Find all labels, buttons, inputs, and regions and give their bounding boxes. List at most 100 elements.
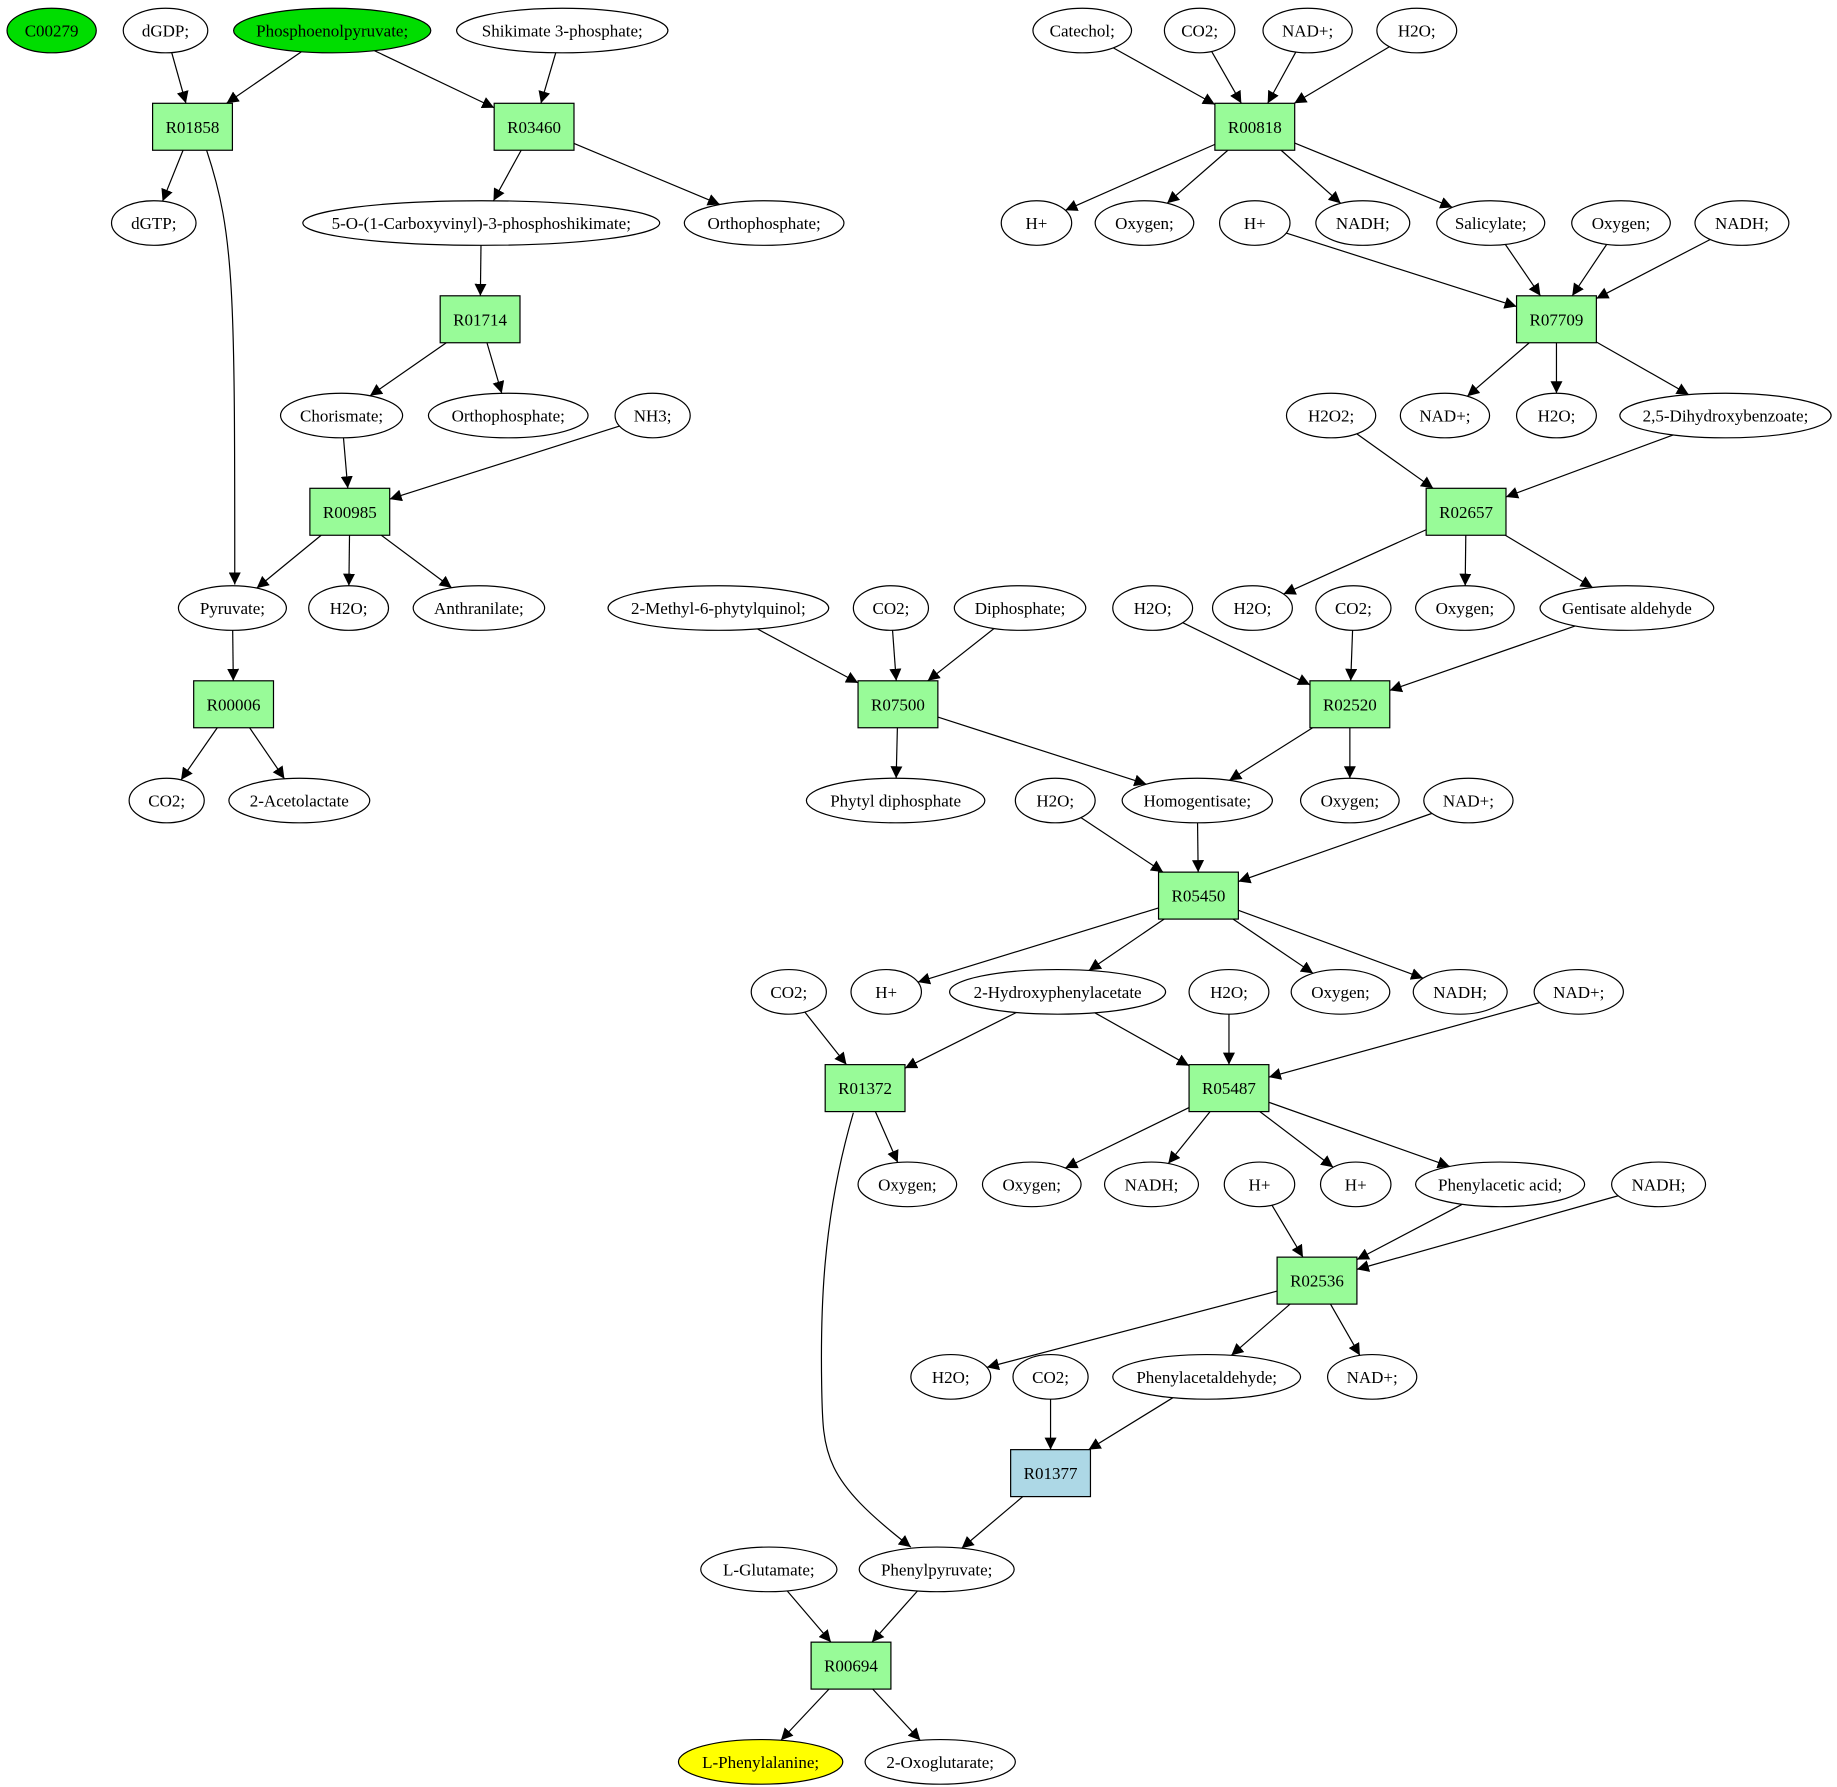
compound-node-c_catechol: Catechol; bbox=[1032, 7, 1133, 54]
compound-ellipse bbox=[949, 968, 1167, 1015]
compound-label: NH3; bbox=[634, 407, 672, 426]
compound-ellipse bbox=[858, 1546, 1015, 1593]
edge-r_R05487-to-c_oxy_7 bbox=[1065, 1107, 1190, 1169]
edge-r_R01714-to-c_chorismate bbox=[369, 342, 447, 397]
compound-label: Salicylate; bbox=[1455, 214, 1527, 233]
edge-c_cvps-to-r_R01714 bbox=[474, 245, 487, 296]
compound-node-c_co2_2: CO2; bbox=[852, 585, 930, 631]
compound-node-c_hpa: 2-Hydroxyphenylacetate bbox=[949, 968, 1167, 1015]
edge-c_pep-to-r_R01858 bbox=[226, 51, 302, 104]
compound-label: H2O; bbox=[1538, 407, 1576, 426]
compound-ellipse bbox=[1315, 200, 1411, 246]
edge-c_paa-to-r_R02536 bbox=[1356, 1203, 1463, 1261]
compound-ellipse bbox=[1211, 585, 1293, 631]
edge-c_pep-to-r_R03460 bbox=[374, 50, 495, 109]
compound-label: NAD+; bbox=[1553, 983, 1604, 1002]
edge-c_co2_5-to-r_R01372 bbox=[804, 1011, 847, 1066]
reaction-node-r_R01858: R01858 bbox=[151, 102, 234, 151]
compound-label: Catechol; bbox=[1050, 22, 1115, 41]
compound-node-c_h2o_3: H2O; bbox=[308, 585, 390, 631]
reaction-node-r_R00006: R00006 bbox=[193, 680, 275, 729]
compound-label: Homogentisate; bbox=[1143, 792, 1251, 811]
reaction-node-r_R02657: R02657 bbox=[1425, 487, 1507, 536]
reaction-node-r_R07709: R07709 bbox=[1515, 295, 1597, 344]
reaction-node-r_R01377: R01377 bbox=[1010, 1449, 1092, 1498]
edge-r_R02536-to-c_h2o_8 bbox=[986, 1290, 1278, 1371]
compound-ellipse bbox=[1319, 1161, 1392, 1208]
compound-label: H+ bbox=[1345, 1175, 1367, 1194]
compound-node-c_phald: Phenylacetaldehyde; bbox=[1112, 1353, 1302, 1400]
compound-node-c_nadp_2: NAD+; bbox=[1399, 392, 1491, 439]
compound-node-c_ortho_2: Orthophosphate; bbox=[427, 392, 589, 439]
compound-node-c_h2o_4: H2O; bbox=[1112, 585, 1194, 631]
compound-label: H2O; bbox=[1134, 599, 1172, 618]
compound-label: Oxygen; bbox=[878, 1175, 937, 1194]
edge-r_R01858-to-c_dgtp bbox=[161, 150, 184, 202]
edge-c_pyruvate-to-r_R00006 bbox=[227, 630, 240, 681]
compound-label: NAD+; bbox=[1347, 1368, 1398, 1387]
compound-label: 2-Acetolactate bbox=[250, 792, 349, 811]
compound-ellipse bbox=[1436, 200, 1546, 246]
reaction-node-r_R00694: R00694 bbox=[810, 1641, 892, 1690]
compound-ellipse bbox=[750, 968, 827, 1015]
reaction-node-r_R03460: R03460 bbox=[493, 102, 575, 151]
compound-label: H2O2; bbox=[1308, 407, 1354, 426]
edge-r_R07500-to-c_homogentisate bbox=[937, 716, 1147, 787]
edge-r_R07709-to-c_dhb bbox=[1596, 341, 1690, 396]
reaction-label: R02657 bbox=[1439, 503, 1493, 522]
edge-r_R05450-to-c_hpa bbox=[1088, 918, 1165, 972]
compound-ellipse bbox=[805, 777, 986, 824]
compound-node-c_nadh_5: NADH; bbox=[1611, 1161, 1707, 1208]
compound-label: H2O; bbox=[1036, 792, 1074, 811]
compound-node-c_nadp_4: NAD+; bbox=[1533, 968, 1624, 1015]
compound-node-c_gentisald: Gentisate aldehyde bbox=[1539, 585, 1715, 631]
edge-c_hp_4-to-r_R02536 bbox=[1271, 1204, 1304, 1258]
edge-c_h2o_1-to-r_R00818 bbox=[1293, 46, 1390, 104]
edge-r_R00818-to-c_nadh_1 bbox=[1280, 149, 1342, 204]
compound-node-c_oxy_5: Oxygen; bbox=[1290, 968, 1391, 1015]
edge-c_catechol-to-r_R00818 bbox=[1113, 47, 1216, 106]
compound-ellipse bbox=[981, 1161, 1082, 1208]
compound-node-c_nadp_1: NAD+; bbox=[1262, 7, 1353, 54]
edge-c_gentisald-to-r_R02520 bbox=[1389, 625, 1576, 693]
reaction-label: R01377 bbox=[1024, 1464, 1078, 1483]
compound-ellipse bbox=[1000, 200, 1073, 246]
compound-ellipse bbox=[1412, 968, 1508, 1015]
compound-ellipse bbox=[852, 585, 930, 631]
reaction-box bbox=[1214, 102, 1296, 151]
compound-ellipse bbox=[1415, 585, 1515, 631]
compound-ellipse bbox=[1376, 7, 1458, 54]
compound-node-c_lphe: L-Phenylalanine; bbox=[677, 1738, 844, 1785]
reaction-label: R07709 bbox=[1530, 310, 1584, 329]
compound-node-c_co2_3: CO2; bbox=[1315, 585, 1392, 631]
edge-r_R01377-to-c_phpyr bbox=[961, 1496, 1024, 1549]
edge-r_R05450-to-c_oxy_5 bbox=[1232, 918, 1314, 974]
compound-node-c_co2_6: CO2; bbox=[1012, 1353, 1089, 1400]
reaction-box bbox=[309, 487, 391, 536]
compound-node-c_hp_5: H+ bbox=[1319, 1161, 1392, 1208]
reaction-box bbox=[810, 1641, 892, 1690]
reaction-label: R00694 bbox=[824, 1657, 878, 1676]
compound-node-c_nh3: NH3; bbox=[614, 392, 691, 439]
compound-node-c_chorismate: Chorismate; bbox=[279, 392, 404, 439]
compound-ellipse bbox=[614, 392, 691, 439]
reaction-label: R00006 bbox=[207, 695, 261, 714]
edge-r_R05487-to-c_hp_5 bbox=[1259, 1111, 1334, 1168]
edge-r_R05487-to-c_paa bbox=[1268, 1101, 1450, 1169]
compound-label: NAD+; bbox=[1282, 22, 1333, 41]
compound-node-c_phpyr: Phenylpyruvate; bbox=[858, 1546, 1015, 1593]
edge-r_R01858-to-c_pyruvate bbox=[206, 150, 241, 585]
reaction-node-r_R01714: R01714 bbox=[439, 295, 521, 344]
edge-c_hp_2-to-r_R07709 bbox=[1286, 232, 1517, 309]
compound-label: NADH; bbox=[1433, 983, 1487, 1002]
edge-c_dgdp-to-r_R01858 bbox=[171, 52, 189, 104]
reaction-box bbox=[493, 102, 575, 151]
edge-r_R01372-to-c_phpyr bbox=[820, 1112, 912, 1548]
reaction-box bbox=[1157, 871, 1239, 920]
compound-node-c_pep: Phosphoenolpyruvate; bbox=[232, 7, 432, 54]
compound-ellipse bbox=[1515, 392, 1597, 439]
reaction-box bbox=[1276, 1256, 1358, 1305]
reaction-box bbox=[857, 680, 939, 729]
edge-r_R00818-to-c_oxy_1 bbox=[1166, 149, 1229, 204]
